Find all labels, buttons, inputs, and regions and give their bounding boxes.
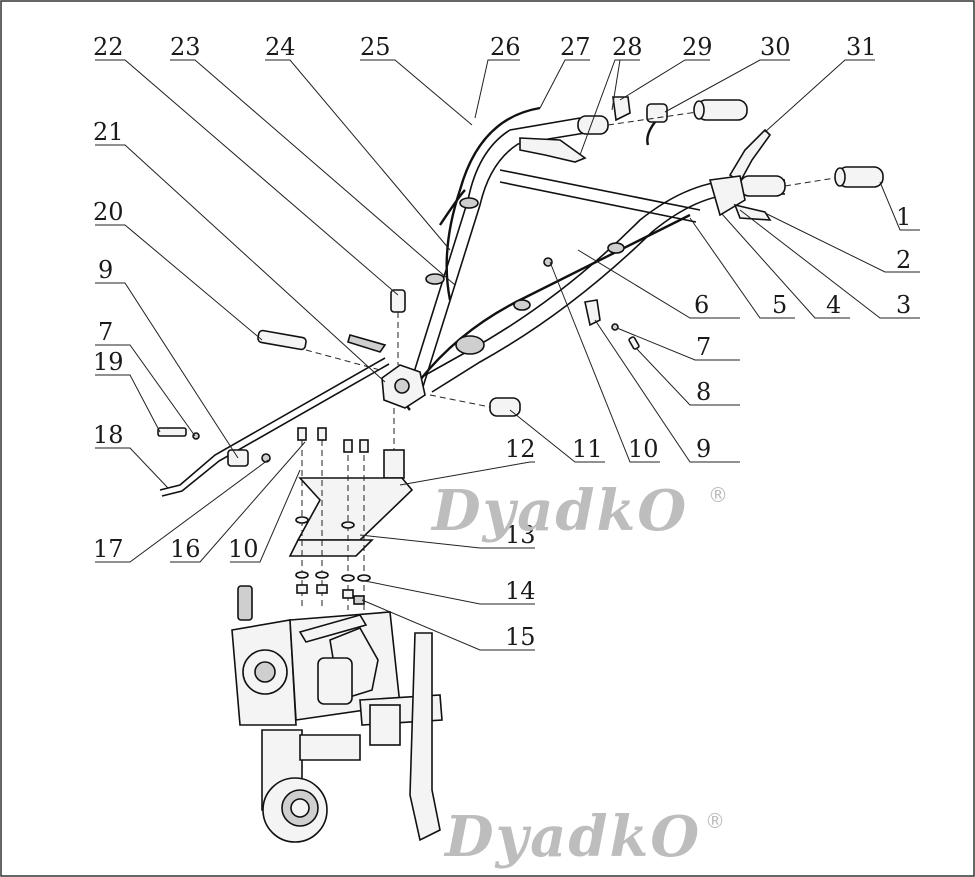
leader-lines	[95, 59, 920, 651]
label-5: 5	[772, 291, 787, 319]
right-grip	[784, 166, 884, 188]
handlebar-assembly	[409, 106, 701, 391]
left-grip	[607, 96, 748, 146]
label-12: 12	[505, 435, 536, 463]
watermark-bottom: DyadkO ®	[443, 804, 725, 870]
label-22: 22	[93, 33, 124, 61]
watermark-brand-top: DyadkO	[430, 478, 688, 544]
pin-20	[257, 329, 381, 371]
bolt-19	[157, 427, 200, 440]
label-11: 11	[572, 435, 603, 463]
label-1: 1	[896, 203, 911, 231]
label-21: 21	[93, 118, 124, 146]
right-handlebar	[405, 128, 786, 411]
label-3: 3	[896, 291, 911, 319]
label-16: 16	[170, 535, 201, 563]
watermark-brand-bottom: DyadkO	[443, 804, 701, 870]
label-6: 6	[694, 291, 709, 319]
label-8: 8	[696, 378, 711, 406]
watermark-top: DyadkO ®	[430, 478, 728, 544]
label-26: 26	[490, 33, 521, 61]
label-17: 17	[93, 535, 124, 563]
label-25: 25	[360, 33, 391, 61]
hardware-right	[584, 299, 640, 350]
part-labels: 1 2 3 4 5 6 7 8 9 11 10 12 13 14 15 17 1…	[93, 33, 911, 651]
watermark-reg-top: ®	[708, 483, 728, 507]
label-7-right: 7	[696, 333, 711, 361]
label-27: 27	[560, 33, 591, 61]
shift-rod	[159, 334, 390, 497]
label-15: 15	[505, 623, 536, 651]
label-28: 28	[612, 33, 643, 61]
watermark-reg-bottom: ®	[705, 809, 725, 833]
label-10-right: 10	[628, 435, 659, 463]
label-24: 24	[265, 33, 296, 61]
label-10-left: 10	[228, 535, 259, 563]
part-11	[429, 394, 521, 417]
label-2: 2	[896, 246, 911, 274]
label-30: 30	[760, 33, 791, 61]
label-23: 23	[170, 33, 201, 61]
label-18: 18	[93, 421, 124, 449]
plate-13	[288, 539, 374, 557]
label-9-left: 9	[98, 256, 113, 284]
handle-pivot	[381, 289, 426, 409]
label-4: 4	[826, 291, 841, 319]
label-31: 31	[846, 33, 877, 61]
bolt-column	[295, 427, 371, 610]
label-19: 19	[93, 348, 124, 376]
mount-post	[296, 408, 414, 541]
label-7-left: 7	[98, 318, 113, 346]
label-13: 13	[505, 521, 536, 549]
label-29: 29	[682, 33, 713, 61]
label-14: 14	[505, 577, 536, 605]
gearbox-body	[231, 585, 443, 843]
label-9-right: 9	[696, 435, 711, 463]
label-20: 20	[93, 198, 124, 226]
